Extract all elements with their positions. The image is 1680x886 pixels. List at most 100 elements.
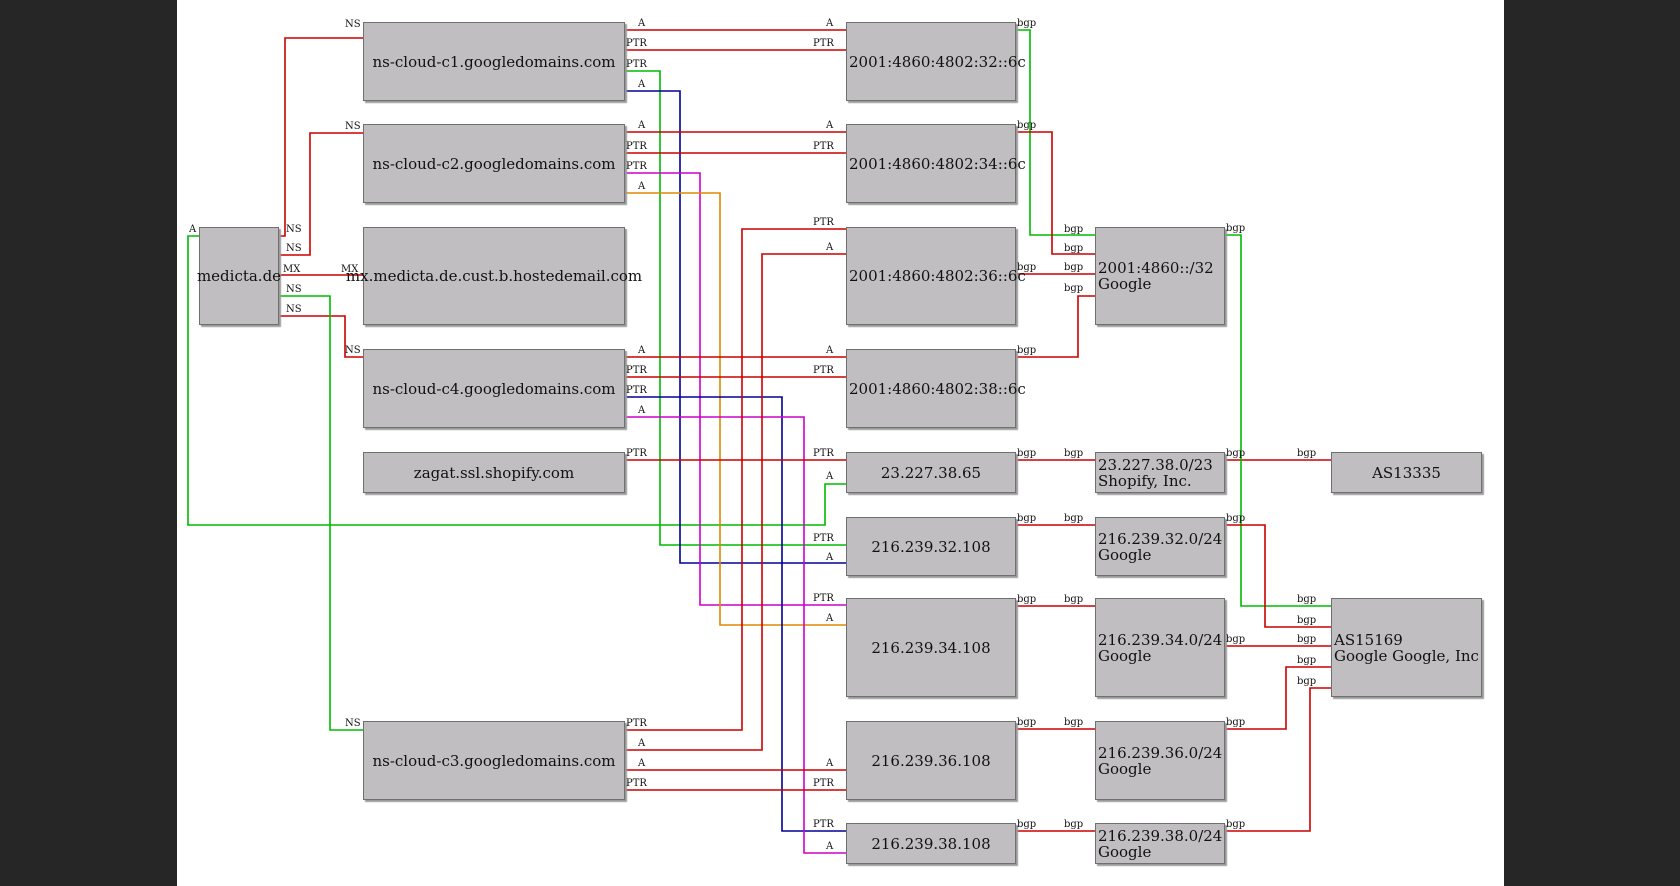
edge-label-a: A bbox=[826, 841, 834, 852]
edge-label-bgp: bgp bbox=[1064, 819, 1084, 830]
edge-label-bgp: bgp bbox=[1064, 448, 1084, 459]
edge-bgp-v6-38 bbox=[1016, 295, 1095, 358]
edge-as15169-32 bbox=[1225, 524, 1331, 628]
edge-label-bgp: bgp bbox=[1297, 634, 1317, 645]
edge-label-bgp: bgp bbox=[1297, 655, 1317, 666]
edge-label-mx: MX bbox=[283, 264, 301, 275]
prefix-label: 23.227.38.0/23 bbox=[1098, 455, 1213, 474]
edge-label-ptr: PTR bbox=[626, 59, 647, 70]
edge-label-ns: NS bbox=[286, 224, 302, 235]
node-ns-cloud-c3[interactable]: ns-cloud-c3.googledomains.com bbox=[363, 721, 625, 800]
edge-label-ns: NS bbox=[345, 345, 361, 356]
as-number: AS15169 bbox=[1334, 630, 1403, 649]
edge-label-bgp: bgp bbox=[1297, 594, 1317, 605]
node-ns-cloud-c1[interactable]: ns-cloud-c1.googledomains.com bbox=[363, 22, 625, 101]
edge-label-bgp: bgp bbox=[1226, 223, 1246, 234]
edge-bgp-v6-34 bbox=[1016, 131, 1095, 255]
prefix-label: 216.239.36.0/24 bbox=[1098, 743, 1223, 762]
edge-label-bgp: bgp bbox=[1017, 18, 1037, 29]
edge-label-ptr: PTR bbox=[813, 778, 834, 789]
edge-ns-c2 bbox=[279, 132, 363, 256]
prefix-label: 2001:4860::/32 bbox=[1098, 259, 1214, 277]
edge-label-a: A bbox=[826, 552, 834, 563]
node-ip-216-239-38-108[interactable]: 216.239.38.108 bbox=[846, 823, 1016, 864]
node-ipv6-32[interactable]: 2001:4860:4802:32::6c bbox=[846, 22, 1026, 101]
edge-label-ptr: PTR bbox=[813, 593, 834, 604]
node-mx-hostedemail[interactable]: mx.medicta.de.cust.b.hostedemail.com bbox=[346, 227, 642, 325]
edge-ns-c1 bbox=[279, 37, 363, 237]
node-as13335[interactable]: AS13335 bbox=[1331, 452, 1482, 493]
edge-as15169-v6 bbox=[1225, 234, 1331, 607]
edge-c3-ptr-v6 bbox=[625, 228, 846, 731]
node-ipv6-38[interactable]: 2001:4860:4802:38::6c bbox=[846, 349, 1026, 428]
edge-label-ns: NS bbox=[345, 718, 361, 729]
prefix-label: 216.239.34.0/24 bbox=[1098, 630, 1223, 649]
edge-label-a: A bbox=[826, 471, 834, 482]
edge-label-bgp: bgp bbox=[1017, 594, 1037, 605]
edge-label-a: A bbox=[189, 224, 197, 235]
edge-ns-c4 bbox=[279, 315, 363, 358]
prefix-owner: Google bbox=[1098, 842, 1152, 861]
edge-label-ptr: PTR bbox=[813, 819, 834, 830]
node-ns-cloud-c4[interactable]: ns-cloud-c4.googledomains.com bbox=[363, 349, 625, 428]
edge-label-a: A bbox=[826, 345, 834, 356]
edge-c1-ptr-32 bbox=[625, 70, 846, 546]
edge-label-bgp: bgp bbox=[1226, 717, 1246, 728]
edge-label-ptr: PTR bbox=[813, 217, 834, 228]
edge-label-a: A bbox=[638, 79, 646, 90]
edge-label-a: A bbox=[826, 758, 834, 769]
edge-a-shopify bbox=[187, 235, 846, 526]
node-ns-cloud-c2[interactable]: ns-cloud-c2.googledomains.com bbox=[363, 124, 625, 203]
edge-c4-a-38 bbox=[625, 416, 846, 854]
prefix-label: 216.239.38.0/24 bbox=[1098, 826, 1223, 845]
node-ipv6-36[interactable]: 2001:4860:4802:36::6c bbox=[846, 227, 1026, 325]
node-zagat-shopify[interactable]: zagat.ssl.shopify.com bbox=[363, 452, 625, 493]
edge-label-mx: MX bbox=[341, 264, 359, 275]
edge-label-bgp: bgp bbox=[1297, 448, 1317, 459]
edge-c4-ptr-38 bbox=[625, 396, 846, 832]
node-ip-216-239-34-108[interactable]: 216.239.34.108 bbox=[846, 598, 1016, 697]
edge-label-ptr: PTR bbox=[626, 778, 647, 789]
edge-label-ptr: PTR bbox=[626, 385, 647, 396]
edge-label-a: A bbox=[826, 242, 834, 253]
edge-label-bgp: bgp bbox=[1017, 120, 1037, 131]
edge-label-ptr: PTR bbox=[626, 448, 647, 459]
node-ipv6-34[interactable]: 2001:4860:4802:34::6c bbox=[846, 124, 1026, 203]
edge-label-bgp: bgp bbox=[1297, 615, 1317, 626]
edge-label-bgp: bgp bbox=[1064, 283, 1084, 294]
node-ip-23-227-38-65[interactable]: 23.227.38.65 bbox=[846, 452, 1016, 493]
edge-as15169-36 bbox=[1225, 666, 1331, 730]
edge-label-a: A bbox=[638, 345, 646, 356]
edge-label-bgp: bgp bbox=[1226, 448, 1246, 459]
edge-label-a: A bbox=[826, 120, 834, 131]
edge-label-a: A bbox=[638, 405, 646, 416]
edge-label-ptr: PTR bbox=[813, 141, 834, 152]
edge-label-bgp: bgp bbox=[1064, 224, 1084, 235]
edge-label-bgp: bgp bbox=[1064, 262, 1084, 273]
edge-label-a: A bbox=[826, 613, 834, 624]
edge-c3-a-v6 bbox=[625, 253, 846, 751]
edge-label-bgp: bgp bbox=[1017, 262, 1037, 273]
prefix-owner: Google bbox=[1098, 545, 1152, 564]
edge-label-bgp: bgp bbox=[1064, 513, 1084, 524]
edge-label-ptr: PTR bbox=[813, 38, 834, 49]
edge-label-ptr: PTR bbox=[626, 38, 647, 49]
prefix-owner: Google bbox=[1098, 275, 1152, 293]
edge-c1-a-32 bbox=[625, 90, 846, 564]
edge-label-bgp: bgp bbox=[1064, 594, 1084, 605]
edge-label-ptr: PTR bbox=[626, 141, 647, 152]
node-ip-216-239-36-108[interactable]: 216.239.36.108 bbox=[846, 721, 1016, 800]
node-ip-216-239-32-108[interactable]: 216.239.32.108 bbox=[846, 517, 1016, 576]
prefix-label: 216.239.32.0/24 bbox=[1098, 529, 1223, 548]
edge-label-bgp: bgp bbox=[1017, 819, 1037, 830]
edge-ns-c3 bbox=[279, 295, 363, 731]
node-medicta-de[interactable]: medicta.de bbox=[197, 227, 281, 325]
